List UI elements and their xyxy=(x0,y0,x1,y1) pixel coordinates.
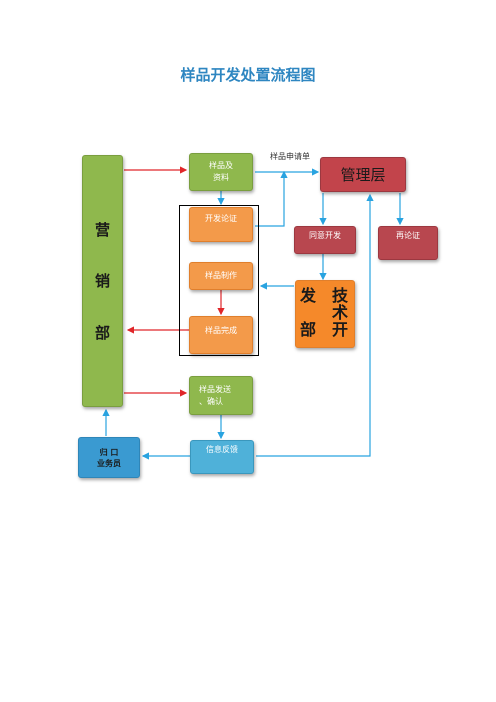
sample-making-label: 样品制作 xyxy=(205,271,237,280)
sample-and-data-line1: 样品及 xyxy=(209,161,233,170)
management-box: 管理层 xyxy=(320,157,406,192)
tech-char-1: 技 xyxy=(331,286,348,305)
tech-char-2: 发 xyxy=(300,286,317,305)
agree-dev-label: 同意开发 xyxy=(309,231,341,240)
tech-char-4: 部 xyxy=(300,320,317,339)
re-review-label: 再论证 xyxy=(396,231,420,240)
dev-review-label: 开发论证 xyxy=(205,214,237,223)
sample-and-data-box: 样品及 资料 xyxy=(189,153,253,191)
sample-done-label: 样品完成 xyxy=(205,326,237,335)
sample-and-data-line2: 资料 xyxy=(213,173,229,182)
sample-send-line1: 样品发送 xyxy=(199,384,231,394)
sample-application-label: 样品申请单 xyxy=(270,152,310,161)
feedback-box: 信息反馈 xyxy=(190,440,254,474)
arrow-feedback-to-mgmt xyxy=(256,193,374,457)
sales-char-2: 销 xyxy=(94,272,110,291)
sales-char-3: 部 xyxy=(94,323,110,342)
dev-review-box: 开发论证 xyxy=(189,207,253,242)
sample-done-box: 样品完成 xyxy=(189,316,253,354)
arrow-review-to-app xyxy=(255,170,288,227)
tech-char-3: 术 xyxy=(331,303,348,322)
management-label: 管理层 xyxy=(340,166,386,184)
sales-char-1: 营 xyxy=(94,221,110,240)
tech-char-5: 开 xyxy=(331,320,348,339)
sales-dept-box: 营 销 部 xyxy=(82,155,123,407)
tech-dev-dept-box: 技 发 术 部 开 xyxy=(295,280,355,348)
sample-making-box: 样品制作 xyxy=(189,262,253,290)
counterpart-line1: 归 口 xyxy=(99,447,119,457)
counterpart-box: 归 口 业务员 xyxy=(78,437,140,478)
re-review-box: 再论证 xyxy=(378,226,438,260)
sample-process-frame xyxy=(179,205,259,356)
sample-send-box: 样品发送 、确认 xyxy=(189,376,253,415)
page-title: 样品开发处置流程图 xyxy=(180,66,316,84)
counterpart-line2: 业务员 xyxy=(97,458,121,468)
feedback-label: 信息反馈 xyxy=(206,445,238,454)
agree-dev-box: 同意开发 xyxy=(294,226,356,254)
sample-send-line2: 、确认 xyxy=(199,396,223,406)
